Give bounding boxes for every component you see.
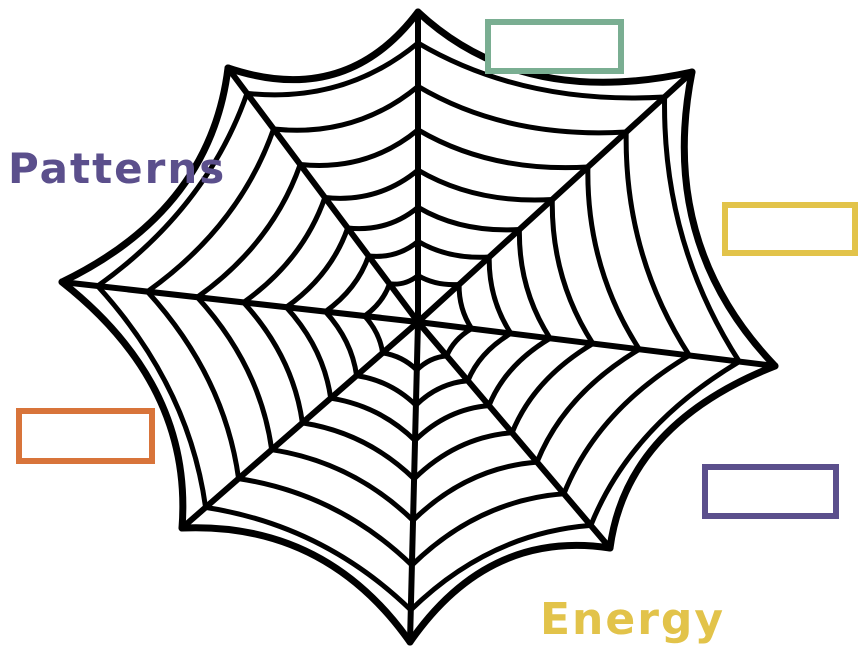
web-ring-segment xyxy=(418,241,489,257)
label-box-bottom-right[interactable] xyxy=(702,464,839,519)
web-ring-segment xyxy=(244,302,303,423)
web-ring-segment xyxy=(416,381,468,405)
web-ring-segment xyxy=(325,312,356,376)
web-ring-segment xyxy=(302,423,414,479)
web-ring-segment xyxy=(247,43,418,95)
web-ring-segment xyxy=(417,356,447,370)
web-ring-segment xyxy=(325,170,418,198)
label-box-top[interactable] xyxy=(485,19,624,74)
patterns-label: Patterns xyxy=(8,148,226,190)
web-ring-segment xyxy=(415,406,489,441)
web-ring-segment xyxy=(564,355,689,493)
web-ring-segment xyxy=(418,130,588,168)
label-box-left[interactable] xyxy=(16,408,155,464)
web-outer-edge xyxy=(228,12,418,80)
web-ring-segment xyxy=(418,276,459,285)
web-ring-segment xyxy=(489,338,550,405)
web-ring-segment xyxy=(390,276,419,285)
web-ring-segment xyxy=(348,207,418,228)
web-ring-segment xyxy=(413,462,537,520)
web-ring-segment xyxy=(418,86,626,132)
web-ring-segment xyxy=(519,230,550,339)
web-ring-segment xyxy=(357,376,416,406)
web-ring-segment xyxy=(369,241,418,256)
web-ring-segment xyxy=(300,130,418,166)
web-ring-segment xyxy=(418,170,552,200)
web-ring-segment xyxy=(365,284,390,316)
web-ring-segment xyxy=(383,353,417,370)
web-ring-segment xyxy=(286,228,347,307)
web-ring-segment xyxy=(552,200,593,344)
web-ring-segment xyxy=(418,207,519,230)
web-ring-segment xyxy=(206,507,411,610)
web-ring-segment xyxy=(365,316,383,353)
web-ring-segment xyxy=(626,132,689,355)
web-ring-segment xyxy=(447,329,472,356)
web-ring-segment xyxy=(459,285,472,329)
web-ring-segment xyxy=(489,257,511,333)
label-box-right[interactable] xyxy=(722,202,858,256)
energy-label: Energy xyxy=(540,598,725,642)
web-ring-segment xyxy=(468,333,511,380)
web-ring-segment xyxy=(98,286,206,507)
web-outer-edge xyxy=(182,528,410,642)
